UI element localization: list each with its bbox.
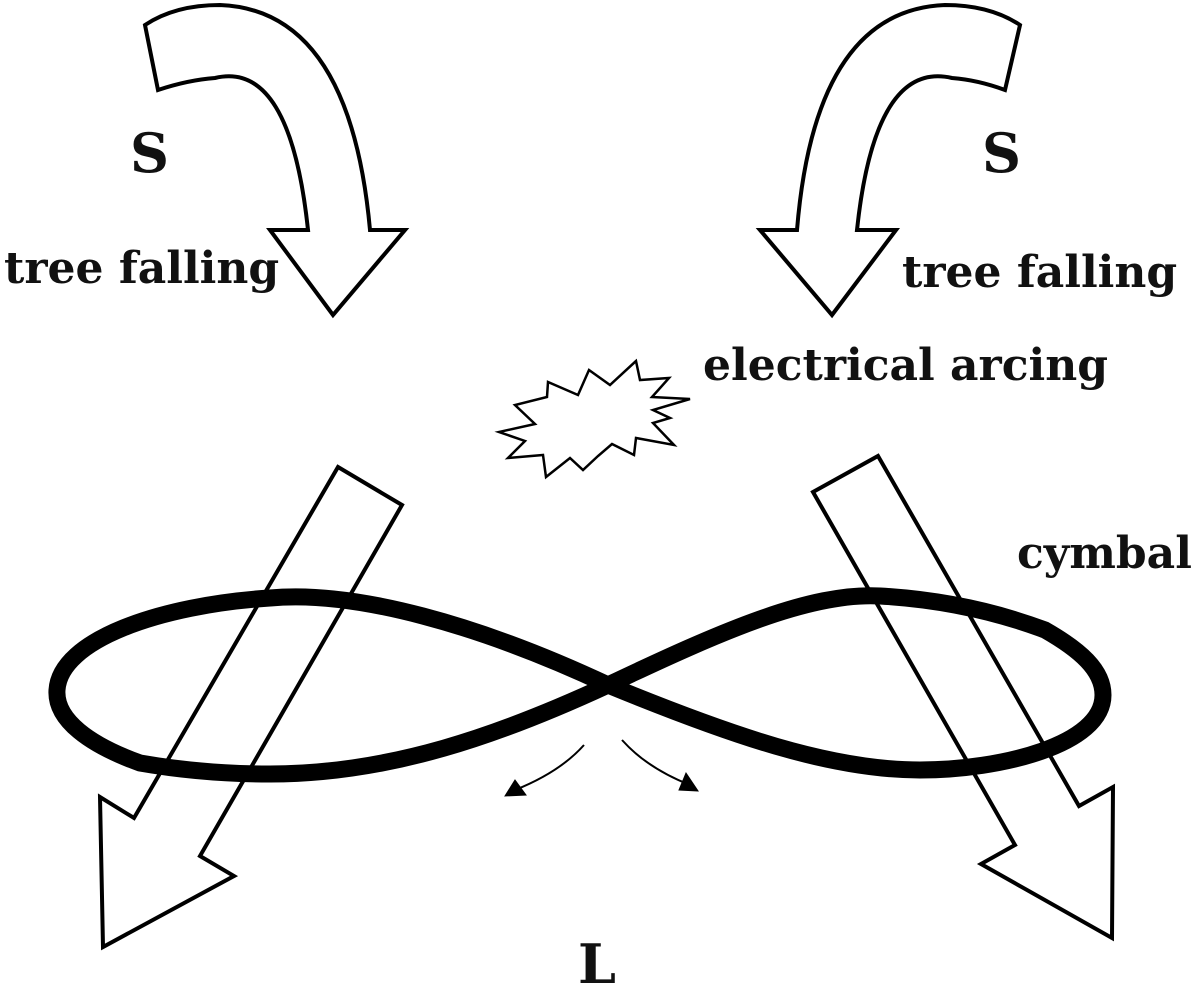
electrical-arcing-burst [494, 358, 691, 480]
l-arrow-right [810, 453, 1116, 942]
rotation-arrowhead-right [678, 771, 699, 792]
cymbal-shape [48, 587, 1112, 783]
s-label-left: S [130, 121, 169, 185]
l-label: L [578, 932, 616, 987]
s-label-right: S [982, 121, 1021, 185]
tree-falling-label-left: tree falling [4, 243, 279, 294]
cymbal-label: cymbal [1017, 528, 1192, 579]
l-arrow-left [97, 464, 405, 951]
rotation-arrow-left [514, 744, 585, 791]
s-arrow-left [142, 2, 410, 319]
s-arrow-right [755, 2, 1023, 319]
rotation-arrowhead-left [504, 779, 527, 797]
rotation-arrow-right [621, 739, 691, 786]
electrical-arcing-label: electrical arcing [703, 340, 1108, 391]
tree-falling-label-right: tree falling [902, 247, 1177, 298]
